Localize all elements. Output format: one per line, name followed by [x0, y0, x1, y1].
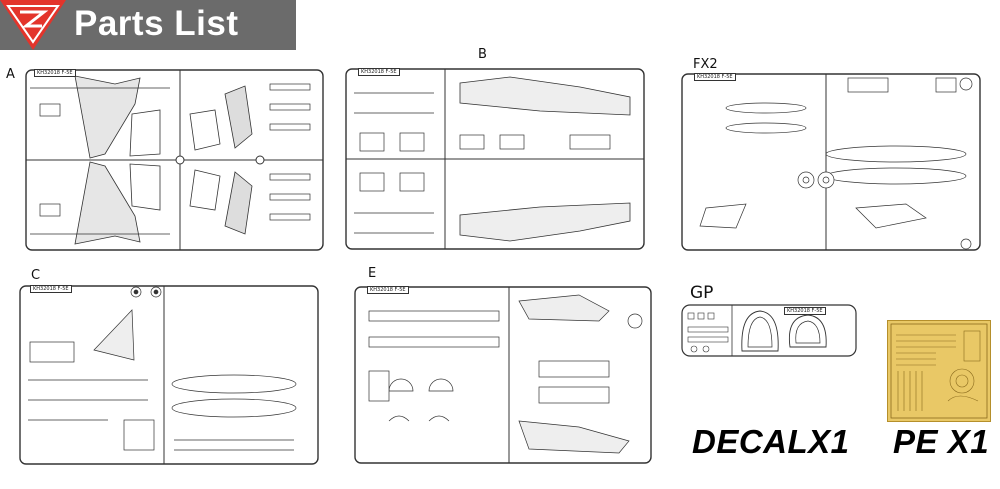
sprue-c-label: C — [31, 268, 41, 283]
sprue-gp-label: GP — [690, 283, 714, 303]
photo-etch-fret — [887, 320, 991, 422]
sprue-b-label: B — [478, 47, 487, 62]
decal-count-text: DECALX1 — [692, 423, 850, 460]
photo-etch-drawing — [890, 323, 988, 419]
sprue-e-code: KH32018 F-5E — [367, 286, 409, 294]
sprue-fx2: KH32018 F-5E — [676, 68, 986, 256]
sprue-a-label: A — [6, 67, 15, 82]
sprue-a: KH32018 F-5E — [20, 64, 329, 256]
sprue-e: KH32018 F-5E — [349, 281, 657, 469]
header-banner: Parts List — [0, 0, 296, 50]
pe-count-text: PE X1 — [893, 423, 990, 460]
sprue-e-label: E — [368, 266, 377, 281]
sprue-gp-drawing — [681, 304, 857, 357]
sprue-fx2-code: KH32018 F-5E — [694, 73, 736, 81]
sprue-gp-code: KH32018 F-5E — [784, 307, 826, 315]
sprue-fx2-label: FX2 — [693, 57, 718, 72]
sprue-c-drawing — [19, 285, 319, 465]
sprue-c-code: KH32018 F-5E — [30, 285, 72, 293]
sprue-b-code: KH32018 F-5E — [358, 68, 400, 76]
sprue-a-code: KH32018 F-5E — [34, 69, 76, 77]
sprue-c: KH32018 F-5E — [14, 280, 324, 470]
sprue-fx2-drawing — [681, 73, 981, 251]
sprue-e-drawing — [354, 286, 652, 464]
sprue-b-drawing — [345, 68, 645, 250]
page-title: Parts List — [74, 4, 239, 43]
brand-logo-icon — [0, 0, 66, 50]
sprue-b: KH32018 F-5E — [340, 63, 650, 255]
sprue-gp: KH32018 F-5E — [680, 303, 858, 358]
sprue-a-drawing — [25, 69, 324, 251]
